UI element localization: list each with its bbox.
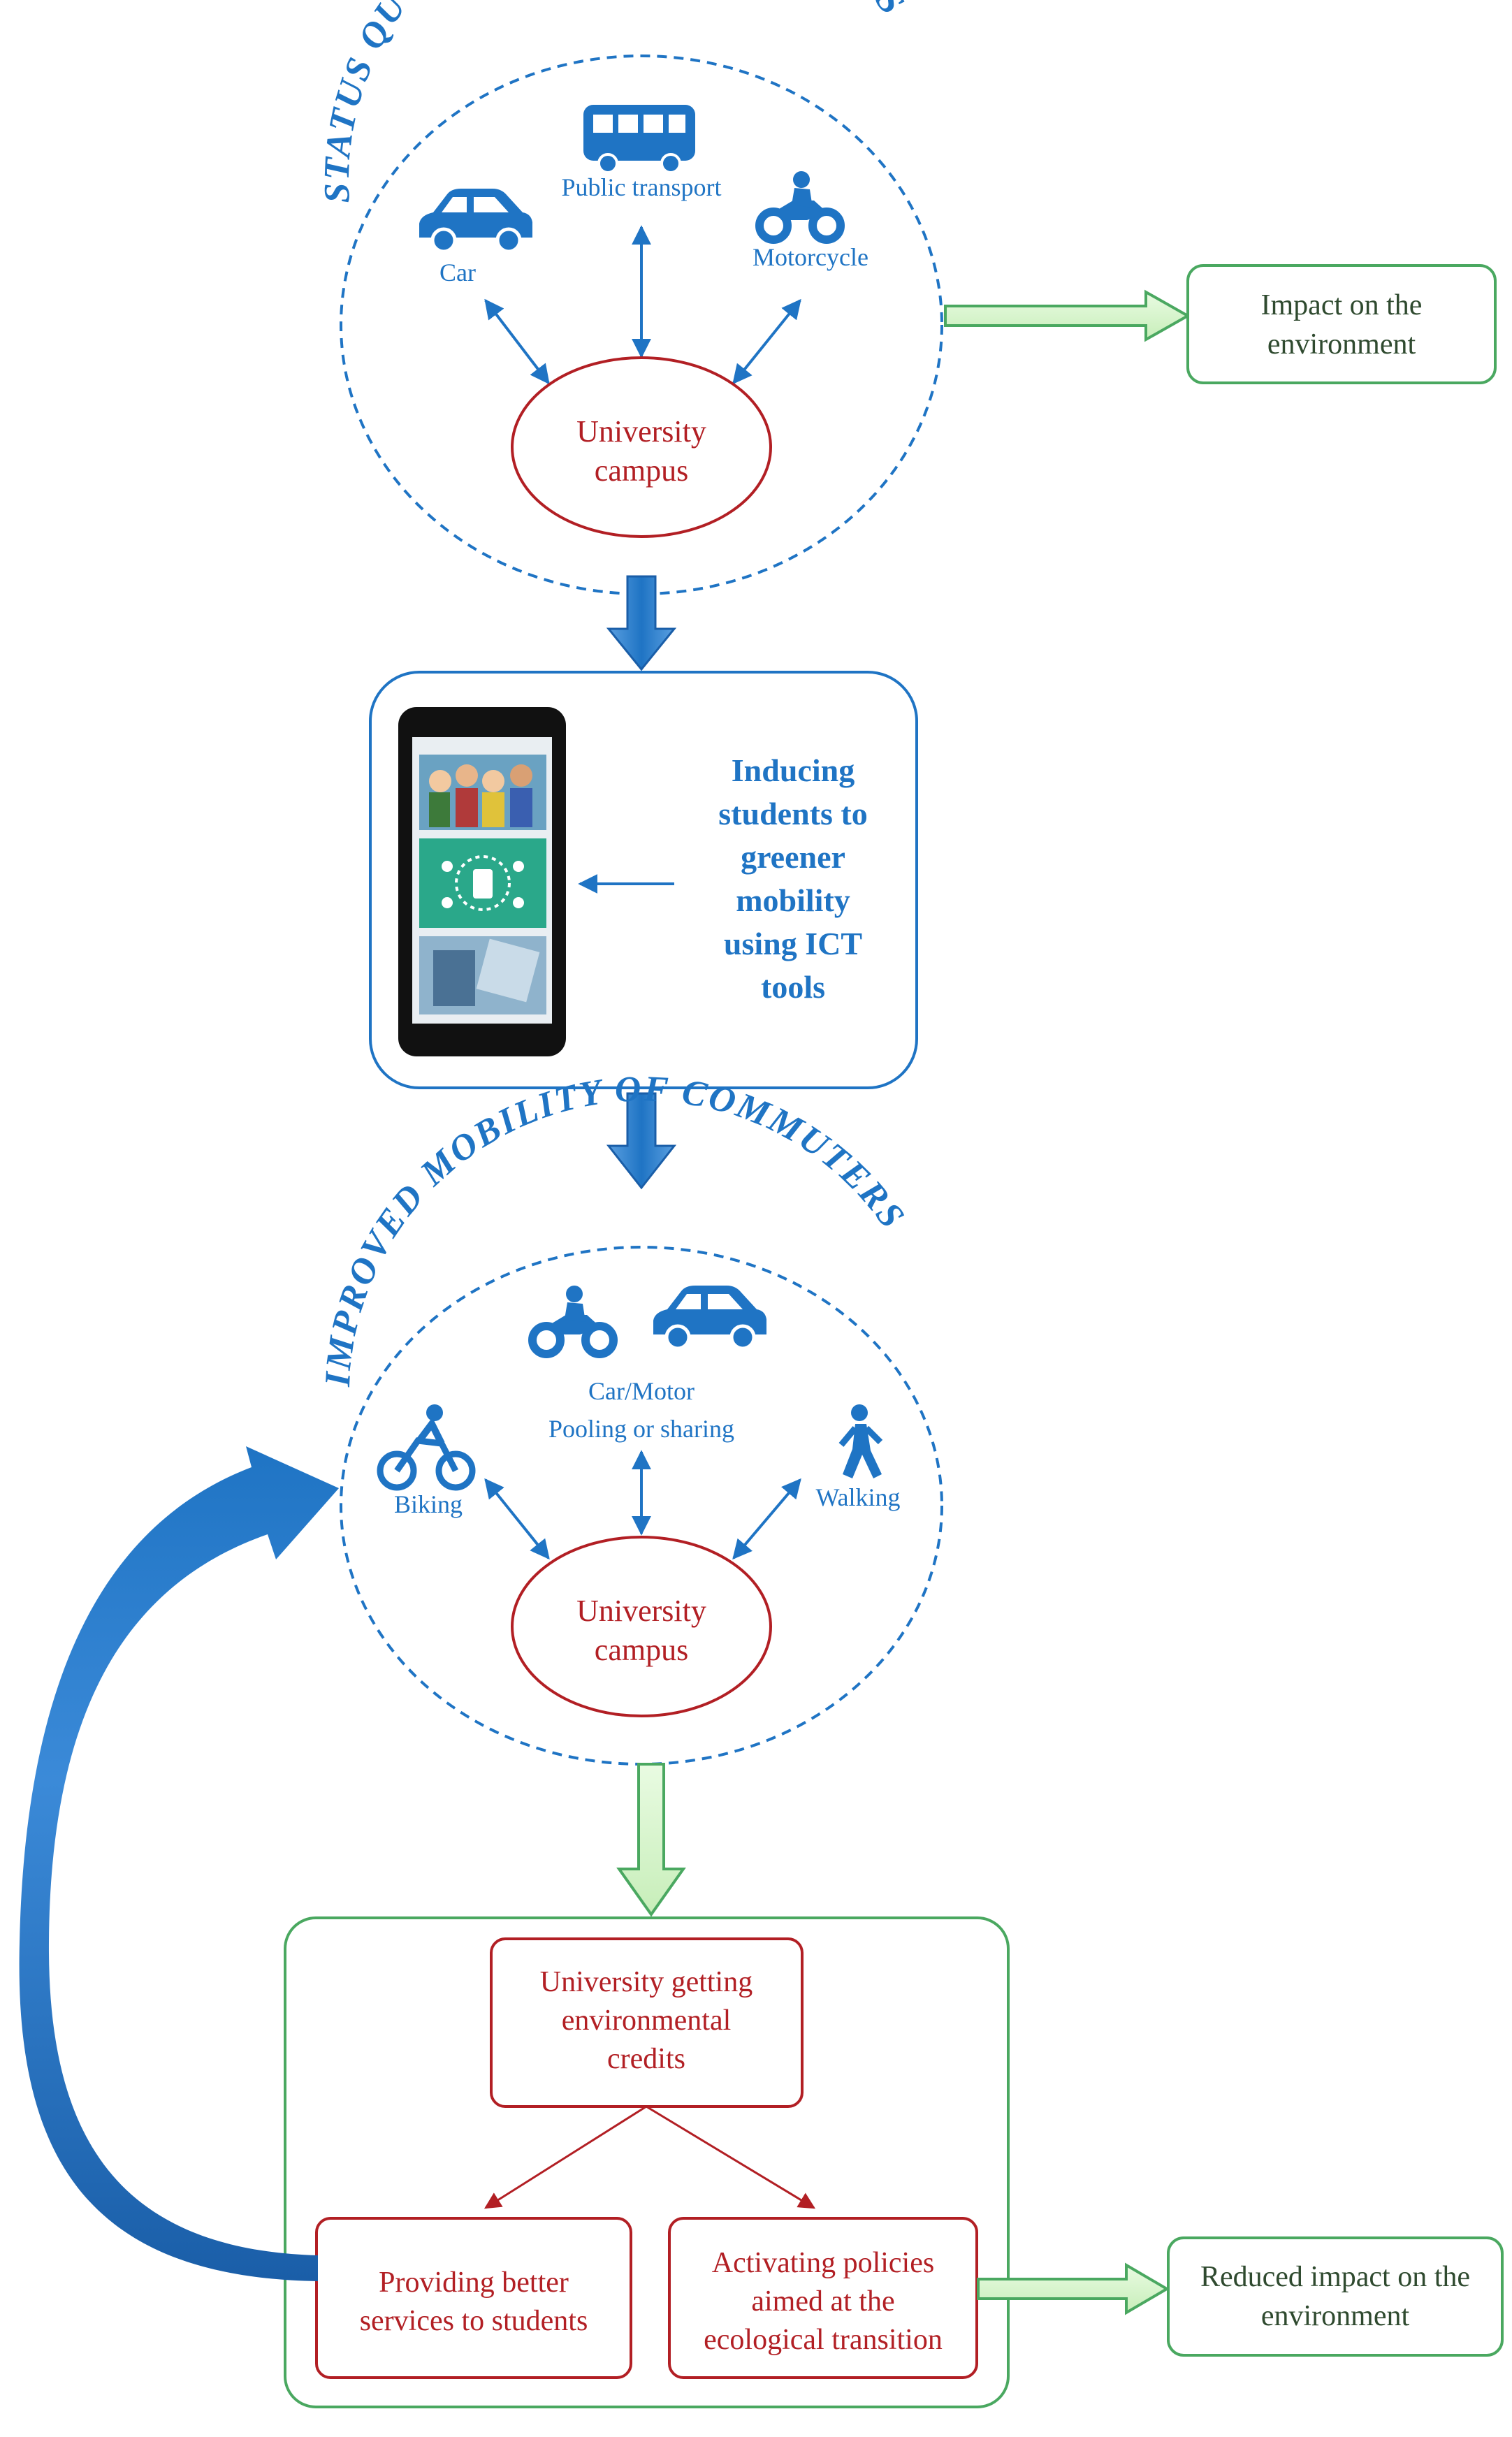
car-icon bbox=[419, 189, 532, 254]
mode-label-motorcycle: Motorcycle bbox=[753, 243, 868, 271]
arrow-to-impact bbox=[944, 289, 1191, 342]
reduced-impact-box: Reduced impact on the environment bbox=[1167, 2236, 1504, 2357]
arrow-to-reduced bbox=[977, 2262, 1170, 2315]
impact-line2: environment bbox=[1267, 328, 1416, 361]
motorcycle-icon bbox=[755, 171, 845, 244]
impact-line1: Impact on the bbox=[1261, 289, 1423, 321]
reduced-line2: environment bbox=[1261, 2300, 1410, 2332]
walking-icon bbox=[838, 1404, 883, 1478]
campus-label-line2: campus bbox=[595, 453, 688, 488]
mode-label-walking: Walking bbox=[815, 1483, 900, 1511]
services-line1: Providing better bbox=[379, 2267, 569, 2299]
bicycle-icon bbox=[377, 1404, 476, 1491]
reduced-line1: Reduced impact on the bbox=[1200, 2261, 1470, 2293]
ict-section: Inducing students to greener mobility us… bbox=[369, 671, 918, 1089]
services-box bbox=[315, 2217, 632, 2379]
ict-line1: Inducing bbox=[732, 752, 855, 788]
campus-improved-line2: campus bbox=[595, 1633, 688, 1667]
green-down-arrow bbox=[616, 1763, 686, 1917]
credits-line2: environmental bbox=[562, 2005, 732, 2037]
ict-line3: greener bbox=[741, 839, 845, 875]
outcomes-section: University getting environmental credits… bbox=[284, 1916, 1010, 2408]
ict-line5: using ICT bbox=[724, 926, 862, 961]
arrow-credits-policies bbox=[646, 2105, 816, 2209]
mode-label-pooling-line1: Car/Motor bbox=[588, 1377, 695, 1405]
mode-label-pooling-line2: Pooling or sharing bbox=[548, 1415, 734, 1443]
feedback-curved-arrow bbox=[19, 1446, 339, 2281]
mode-label-public-transport: Public transport bbox=[562, 173, 722, 201]
impact-box: Impact on the environment bbox=[1186, 264, 1497, 384]
car-icon-improved bbox=[653, 1286, 766, 1351]
credits-line3: credits bbox=[607, 2043, 685, 2075]
smartphone-icon bbox=[398, 707, 566, 1056]
policies-line3: ecological transition bbox=[704, 2324, 943, 2356]
campus-ellipse-status-quo bbox=[511, 356, 772, 538]
arrow-car-campus bbox=[484, 298, 550, 385]
campus-ellipse-improved bbox=[511, 1536, 772, 1717]
arrow-motorcycle-campus bbox=[732, 298, 801, 385]
status-quo-section: STATUS QUO MOBILITY OF COMMUTERS Public … bbox=[317, 0, 943, 595]
ict-line2: students to bbox=[718, 796, 867, 831]
down-arrow-2 bbox=[606, 1092, 677, 1190]
mode-label-biking: Biking bbox=[394, 1490, 463, 1518]
services-line2: services to students bbox=[360, 2305, 588, 2337]
mode-label-car: Car bbox=[439, 259, 476, 286]
campus-improved-line1: University bbox=[576, 1594, 706, 1628]
credits-line1: University getting bbox=[540, 1966, 753, 1998]
arrow-walk-campus bbox=[732, 1478, 801, 1560]
down-arrow-1 bbox=[606, 575, 677, 671]
policies-line1: Activating policies bbox=[712, 2247, 934, 2279]
arrow-bike-campus bbox=[484, 1478, 550, 1560]
status-quo-dashed-ellipse bbox=[340, 54, 943, 595]
ict-line6: tools bbox=[761, 969, 825, 1005]
campus-label-line1: University bbox=[576, 414, 706, 449]
policies-line2: aimed at the bbox=[751, 2285, 894, 2318]
arrow-credits-services bbox=[484, 2105, 647, 2209]
bus-icon bbox=[583, 105, 695, 174]
motorcycle-icon-improved bbox=[528, 1286, 618, 1358]
ict-line4: mobility bbox=[736, 882, 850, 918]
